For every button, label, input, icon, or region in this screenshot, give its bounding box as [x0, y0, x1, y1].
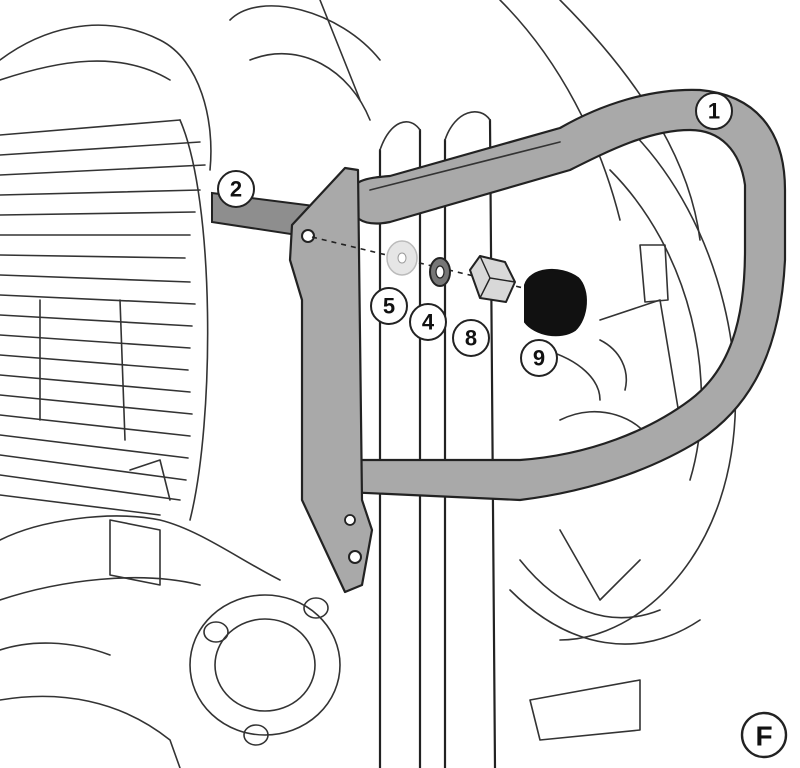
callout-2-label: 2	[230, 177, 242, 202]
front-wheel	[229, 0, 737, 741]
callout-1-label: 1	[708, 99, 720, 124]
callout-9: 9	[520, 339, 558, 377]
panel-label: F	[740, 711, 788, 759]
mounting-bracket	[288, 166, 374, 594]
washer-part	[386, 240, 418, 276]
fork-tubes	[378, 111, 497, 768]
cap-part	[524, 268, 587, 337]
callout-5: 5	[370, 287, 408, 325]
callout-9-label: 9	[533, 346, 545, 371]
engine-cylinder	[0, 24, 212, 521]
callout-2: 2	[217, 170, 255, 208]
panel-label-text: F	[755, 721, 772, 752]
lock-washer-part	[429, 257, 451, 287]
nut-part	[469, 255, 516, 303]
callout-5-label: 5	[383, 294, 395, 319]
callout-1: 1	[695, 92, 733, 130]
callout-8: 8	[452, 319, 490, 357]
callout-8-label: 8	[465, 326, 477, 351]
callout-4-label: 4	[422, 310, 435, 335]
callout-4: 4	[409, 303, 447, 341]
engine-case	[0, 459, 341, 768]
